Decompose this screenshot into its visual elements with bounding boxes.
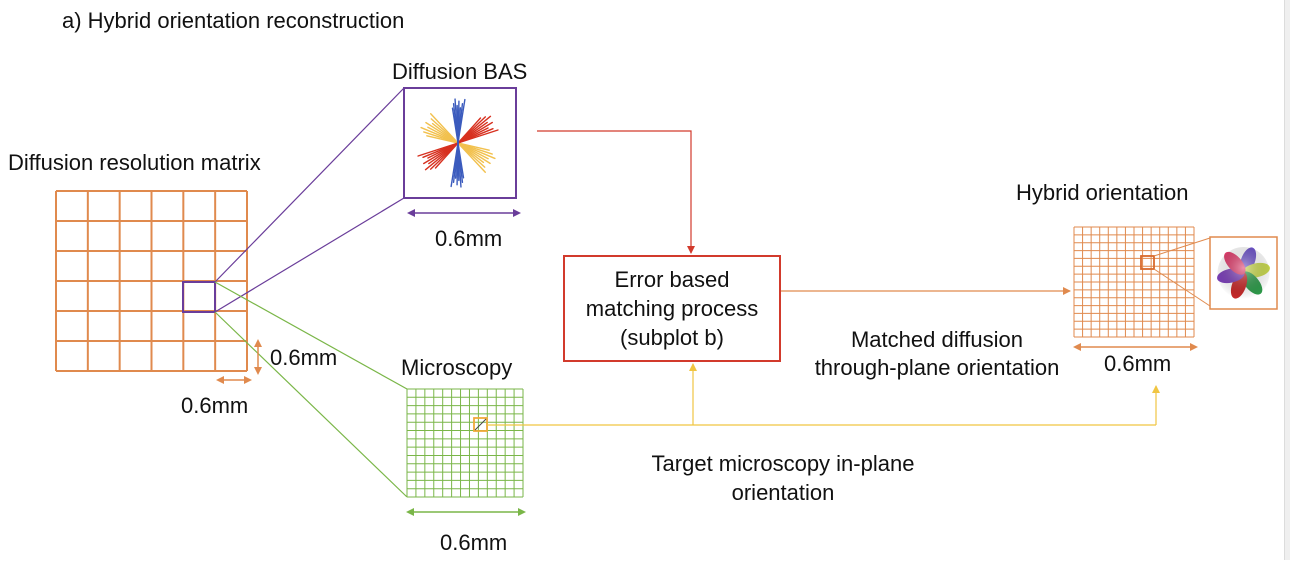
bas-projection-line-top (214, 87, 405, 283)
bas-fiber-blue (450, 98, 466, 188)
bas-to-matching-arrow (537, 130, 695, 254)
target-microscopy-label-line1: Target microscopy in-plane (651, 451, 915, 476)
error-matching-text: Error based matching process (subplot b) (586, 265, 758, 352)
error-box-line1: Error based (614, 267, 730, 292)
matched-diffusion-label-line1: Matched diffusion (850, 327, 1024, 352)
diffusion-bas-label: Diffusion BAS (392, 59, 528, 84)
error-matching-box: Error based matching process (subplot b) (563, 255, 781, 362)
hybrid-scale-label: 0.6mm (1104, 351, 1172, 376)
bas-scale-label: 0.6mm (435, 226, 503, 251)
microscopy-projection-line-top (214, 281, 408, 390)
target-microscopy-label-line2: orientation (731, 480, 835, 505)
diffusion-resolution-matrix (55, 190, 248, 372)
figure-title: a) Hybrid orientation reconstruction (62, 8, 405, 33)
bas-projection-line-bottom (214, 197, 405, 313)
matrix-highlight-voxel (182, 281, 216, 313)
microscopy-voxel-orientation (474, 418, 487, 431)
odf-zoom-line-bottom (1153, 268, 1211, 307)
error-box-line2: matching process (585, 296, 759, 321)
microscopy-scale-label: 0.6mm (440, 530, 508, 555)
error-box-line3: (subplot b) (620, 325, 724, 350)
bas-fiber-glyph (417, 98, 499, 188)
odf-zoom-line-top (1153, 237, 1211, 257)
diffusion-matrix-label: Diffusion resolution matrix (8, 150, 261, 175)
odf-glyph-icon (1217, 247, 1270, 299)
hybrid-highlight-voxel (1140, 255, 1155, 270)
hybrid-orientation-label: Hybrid orientation (1016, 180, 1189, 205)
matrix-vertical-scale-label: 0.6mm (270, 345, 338, 370)
microscopy-grid (406, 388, 524, 498)
microscopy-projection-line-bottom (214, 311, 408, 498)
page-scrollbar-edge (1284, 0, 1290, 560)
matched-diffusion-label-line2: through-plane orientation (814, 355, 1060, 380)
matrix-horizontal-scale-label: 0.6mm (181, 393, 249, 418)
microscopy-label: Microscopy (401, 355, 513, 380)
hybrid-orientation-grid (1073, 226, 1195, 338)
